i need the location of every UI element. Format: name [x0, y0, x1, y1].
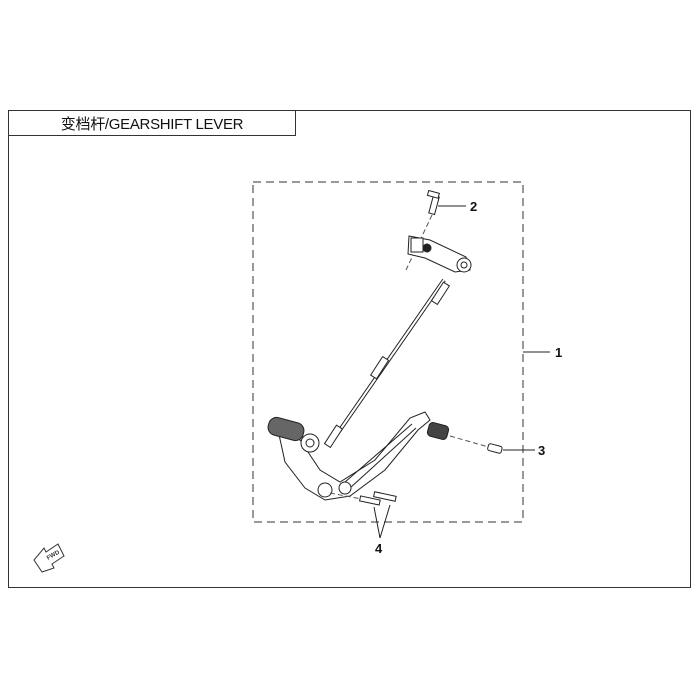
diagram-title: 变档杆/GEARSHIFT LEVER	[8, 110, 296, 136]
callout-2[interactable]: 2	[470, 199, 477, 214]
bolt-2	[426, 189, 440, 216]
axis-line	[449, 435, 493, 449]
callout-1[interactable]: 1	[555, 345, 562, 360]
gearshift-pedal	[267, 411, 450, 501]
bolts-4	[359, 491, 397, 506]
axis-line	[405, 214, 433, 271]
callout-3[interactable]: 3	[538, 443, 545, 458]
callout-4[interactable]: 4	[375, 541, 383, 556]
callout-4-leader	[373, 506, 381, 539]
shift-arm	[407, 235, 472, 273]
fwd-arrow-icon: FWD	[33, 543, 65, 573]
diagram-frame	[8, 110, 691, 588]
bolt-3	[487, 443, 503, 454]
assembly-boundary	[252, 181, 524, 523]
callout-4-leader	[379, 504, 391, 539]
shift-rod	[323, 278, 451, 449]
